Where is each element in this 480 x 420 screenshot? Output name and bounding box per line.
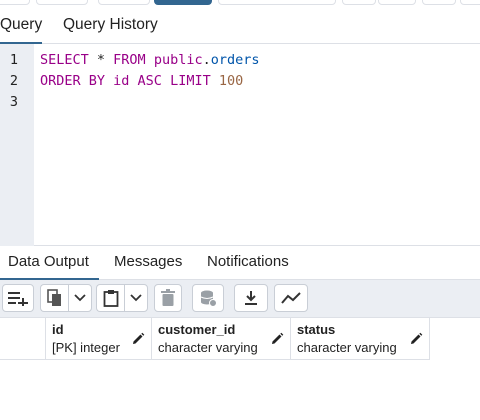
save-data-icon (200, 290, 217, 307)
paste-button[interactable] (96, 284, 124, 312)
tab-query[interactable]: Query (0, 6, 43, 45)
dot: . (202, 52, 211, 68)
line-number: 1 (9, 52, 18, 68)
keyword-limit: LIMIT (161, 73, 211, 89)
row-number-header[interactable] (0, 318, 46, 360)
keyword-select: SELECT (40, 52, 89, 68)
copy-split-button[interactable] (40, 284, 92, 312)
line-number: 3 (9, 94, 18, 110)
top-toolbar-button[interactable] (378, 0, 416, 5)
download-icon (245, 291, 257, 305)
column-name: id (52, 322, 64, 337)
code-line-2: ORDER BY id ASC LIMIT 100 (40, 73, 243, 89)
add-row-icon (8, 292, 28, 306)
paste-split-button[interactable] (96, 284, 148, 312)
top-toolbar-button[interactable] (0, 0, 30, 5)
column-type: character varying (297, 340, 397, 355)
data-output-grid: id [PK] integer customer_id character va… (0, 318, 480, 420)
chevron-down-icon (74, 294, 86, 302)
column-header-customer-id[interactable]: customer_id character varying (152, 318, 291, 360)
data-output-toolbar (0, 280, 480, 318)
tab-notifications[interactable]: Notifications (207, 253, 289, 270)
top-toolbar-field[interactable] (218, 0, 336, 5)
edit-pencil-icon[interactable] (409, 332, 423, 346)
paste-icon (103, 290, 118, 307)
top-toolbar-button[interactable] (342, 0, 376, 5)
code-line-1: SELECT * FROM public.orders (40, 52, 260, 68)
keyword-order: ORDER (40, 73, 81, 89)
sql-editor[interactable]: 1 2 3 SELECT * FROM public.orders ORDER … (0, 44, 480, 246)
column-header-id[interactable]: id [PK] integer (46, 318, 152, 360)
top-toolbar-button[interactable] (98, 0, 150, 5)
add-row-button[interactable] (2, 284, 34, 312)
chevron-down-icon (130, 294, 142, 302)
line-number: 2 (9, 73, 18, 89)
edit-pencil-icon[interactable] (131, 332, 145, 346)
tab-query-history[interactable]: Query History (63, 16, 158, 33)
top-toolbar-button[interactable] (460, 0, 480, 5)
column-type: character varying (158, 340, 258, 355)
keyword-asc: ASC (129, 73, 162, 89)
paste-dropdown-button[interactable] (124, 284, 148, 312)
line-number-gutter: 1 2 3 (0, 44, 34, 246)
column-header-status[interactable]: status character varying (291, 318, 430, 360)
table-name: orders (210, 52, 260, 68)
delete-icon (161, 289, 175, 306)
top-toolbar-button[interactable] (36, 0, 88, 5)
graph-visualiser-button[interactable] (274, 284, 308, 312)
operator-star: * (88, 52, 114, 68)
keyword-from: FROM (113, 52, 146, 68)
download-button[interactable] (234, 284, 268, 312)
space (146, 52, 154, 68)
graph-icon (281, 292, 301, 304)
column-type: [PK] integer (52, 340, 120, 355)
edit-pencil-icon[interactable] (270, 332, 284, 346)
copy-icon (46, 289, 61, 306)
tab-data-output[interactable]: Data Output (0, 246, 99, 281)
column-id: id (105, 73, 130, 89)
keyword-by: BY (80, 73, 106, 89)
copy-button[interactable] (40, 284, 68, 312)
column-name: status (297, 322, 336, 337)
schema-name: public (153, 52, 203, 68)
column-name: customer_id (158, 322, 236, 337)
query-tab-bar: Query Query History (0, 6, 480, 45)
delete-row-button[interactable] (154, 284, 182, 312)
top-toolbar-button[interactable] (422, 0, 456, 5)
top-toolbar-button-active[interactable] (154, 0, 212, 5)
save-data-button[interactable] (192, 284, 224, 312)
top-toolbar-strip (0, 0, 480, 6)
tab-messages[interactable]: Messages (114, 253, 183, 270)
limit-value: 100 (210, 73, 244, 89)
result-tab-bar: Data Output Messages Notifications (0, 246, 480, 281)
copy-dropdown-button[interactable] (68, 284, 92, 312)
